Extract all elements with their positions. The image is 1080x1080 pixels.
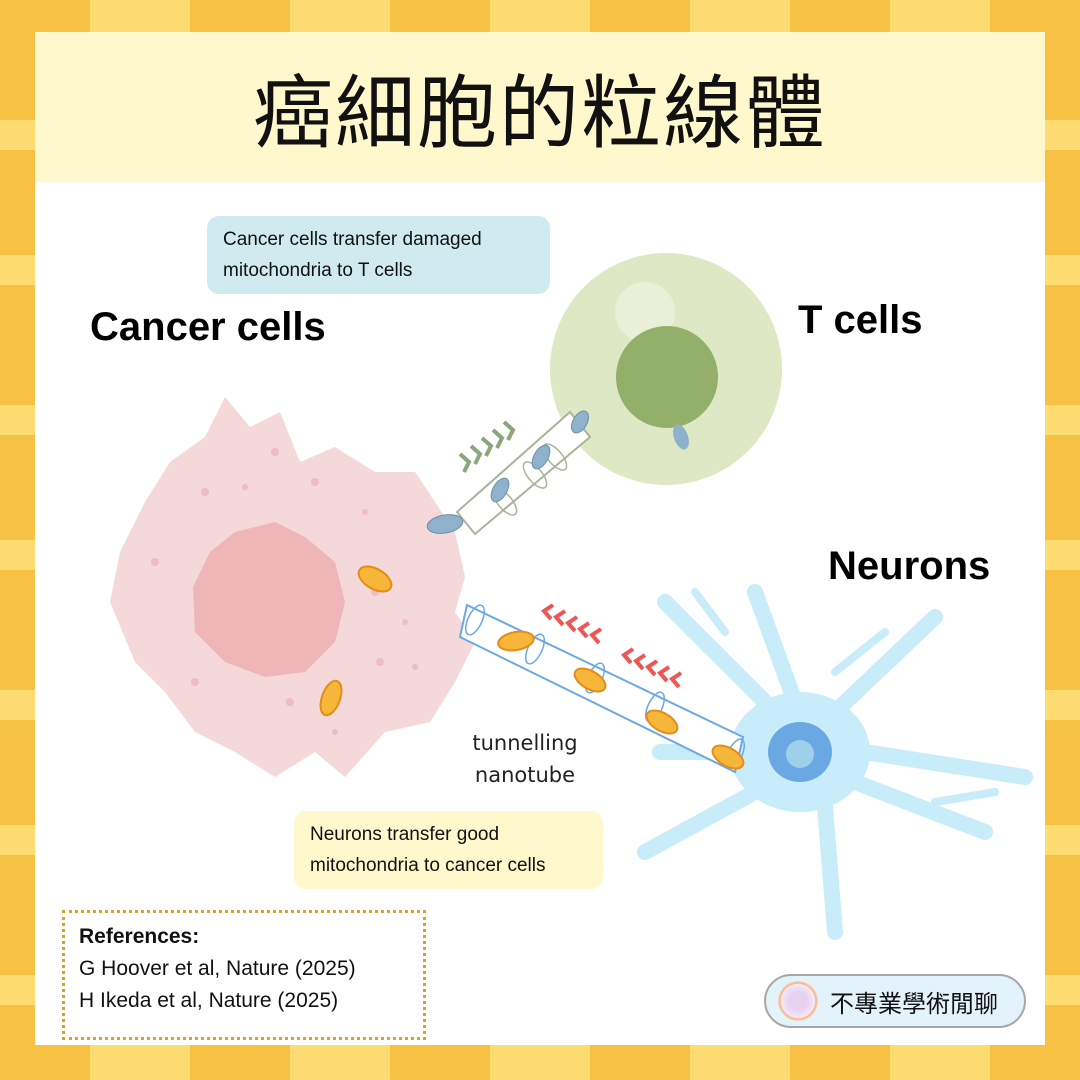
brand-logo-icon: [778, 981, 818, 1021]
nanotube-from-neuron: [458, 603, 746, 774]
note-line: Cancer cells transfer damaged: [223, 229, 482, 250]
label-t-cells: T cells: [798, 298, 923, 342]
diagram-illustration: [110, 253, 1033, 940]
nanotube-label-line: nanotube: [474, 763, 576, 787]
note-line: Neurons transfer good: [310, 824, 500, 845]
infographic-panel: 癌細胞的粒線體: [35, 32, 1045, 1045]
note-line: mitochondria to T cells: [223, 260, 413, 281]
references-box: References: G Hoover et al, Nature (2025…: [62, 910, 426, 1040]
neuron: [637, 584, 1033, 940]
title-bar: 癌細胞的粒線體: [35, 32, 1045, 182]
nanotube-label: tunnelling nanotube: [455, 727, 595, 791]
brand-name: 不專業學術閒聊: [830, 989, 998, 1018]
arrows-toward-tcell-icon: [458, 420, 516, 473]
reference-item: H Ikeda et al, Nature (2025): [79, 989, 339, 1012]
arrows-toward-cancer-icon: [540, 603, 683, 689]
label-cancer-cells: Cancer cells: [90, 305, 326, 349]
label-neurons: Neurons: [828, 544, 991, 588]
page-title: 癌細胞的粒線體: [253, 67, 827, 160]
cancer-cell: [110, 397, 475, 777]
border-left: [0, 0, 35, 1080]
reference-item: G Hoover et al, Nature (2025): [79, 957, 356, 980]
references-heading: References:: [79, 925, 200, 948]
nanotube-to-tcell: [426, 410, 592, 536]
note-line: mitochondria to cancer cells: [310, 855, 546, 876]
note-neuron-to-cancer: Neurons transfer good mitochondria to ca…: [294, 811, 603, 889]
border-right: [1045, 0, 1080, 1080]
nanotube-label-line: tunnelling: [472, 731, 578, 755]
t-cell: [550, 253, 782, 485]
brand-badge: 不專業學術閒聊: [764, 974, 1026, 1028]
note-cancer-to-tcell: Cancer cells transfer damaged mitochondr…: [207, 216, 550, 294]
